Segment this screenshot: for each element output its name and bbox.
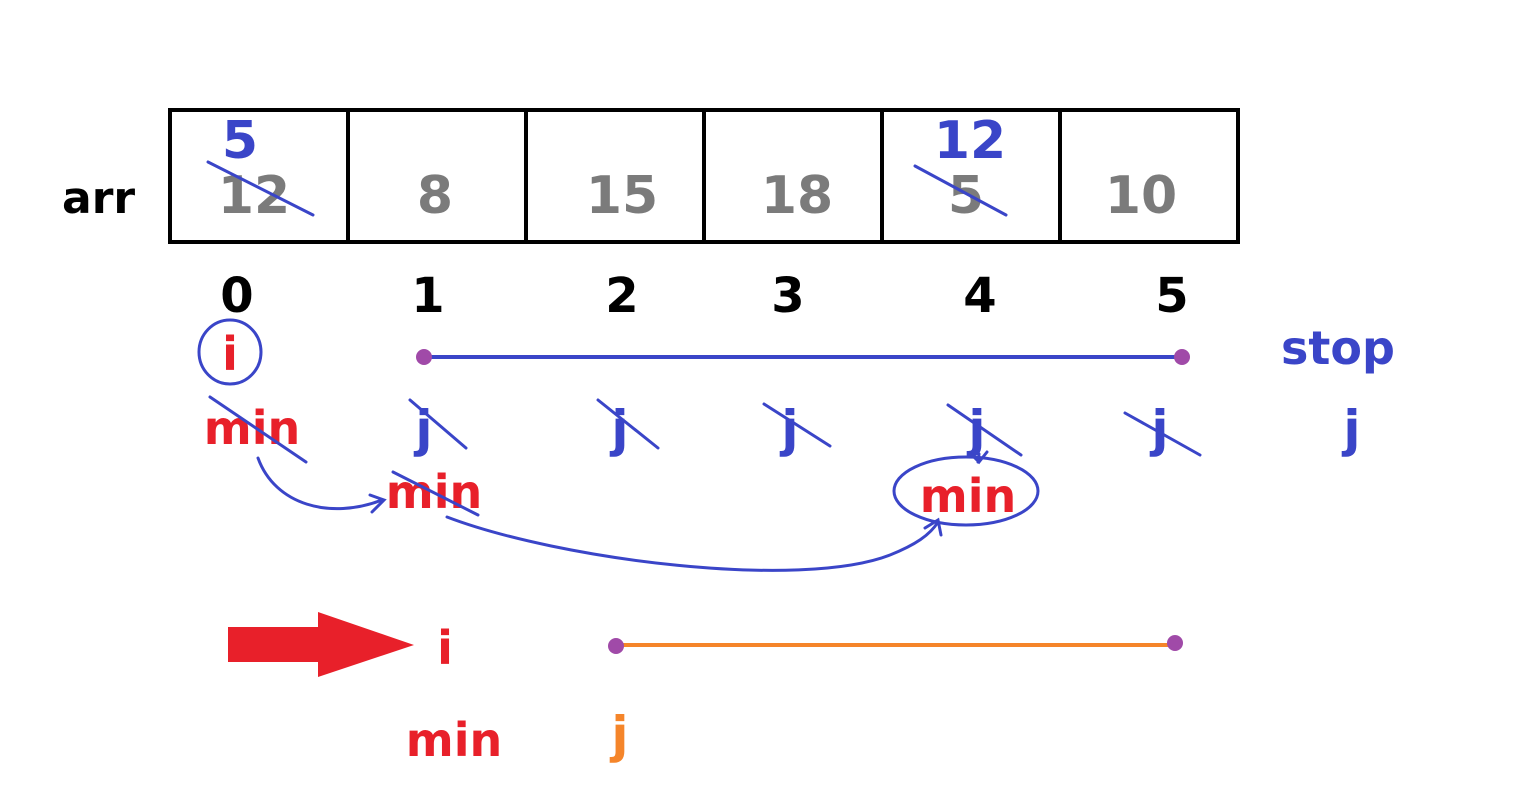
array-cell-1: 8 bbox=[417, 166, 453, 226]
min-label-2: min bbox=[920, 469, 1016, 523]
pass1-i-label: i bbox=[222, 327, 238, 381]
j-at-4: j bbox=[966, 400, 985, 458]
index-3: 3 bbox=[771, 268, 804, 324]
array-cell-0: 12 bbox=[218, 166, 290, 226]
pass2-range-end bbox=[1167, 635, 1183, 651]
j-at-3: j bbox=[779, 400, 798, 458]
array-cells: 12 8 15 18 5 10 bbox=[218, 166, 1177, 226]
j-at-5: j bbox=[1149, 400, 1168, 458]
min-circle bbox=[892, 455, 1040, 527]
stop-label: stop bbox=[1281, 321, 1395, 375]
swapped-value-0: 5 bbox=[222, 111, 258, 171]
i-circle bbox=[197, 318, 263, 386]
pass1-range-start bbox=[416, 349, 432, 365]
pass1-range-end bbox=[1174, 349, 1190, 365]
array-box bbox=[168, 108, 1240, 244]
strike-cell-4 bbox=[913, 164, 1008, 217]
index-0: 0 bbox=[220, 268, 253, 324]
next-pass-arrow bbox=[228, 612, 414, 677]
pass2-j-label: j bbox=[609, 706, 628, 764]
swapped-value-4: 12 bbox=[934, 111, 1006, 171]
j-at-1: j bbox=[413, 400, 432, 458]
strike-cell-0 bbox=[206, 160, 315, 217]
index-2: 2 bbox=[605, 268, 638, 324]
array-cell-2: 15 bbox=[586, 166, 658, 226]
array-indices: 0 1 2 3 4 5 bbox=[220, 268, 1188, 324]
min-strike-1 bbox=[391, 470, 480, 517]
pass2-i-label: i bbox=[437, 621, 453, 675]
min-strike-0 bbox=[208, 395, 308, 464]
array-cell-5: 10 bbox=[1105, 166, 1177, 226]
array-cell-3: 18 bbox=[761, 166, 833, 226]
j-at-2: j bbox=[609, 400, 628, 458]
index-5: 5 bbox=[1155, 268, 1188, 324]
pass1-j-row: j j j j j j bbox=[413, 400, 1360, 458]
pass2-range-start bbox=[608, 638, 624, 654]
j-stop: j bbox=[1341, 400, 1360, 458]
array-name-label: arr bbox=[62, 173, 135, 224]
index-4: 4 bbox=[963, 268, 996, 324]
pass2-min-label: min bbox=[406, 713, 502, 767]
array-cell-4: 5 bbox=[948, 166, 984, 226]
j-strikes bbox=[408, 398, 1202, 457]
index-1: 1 bbox=[411, 268, 444, 324]
min-transition-arrows bbox=[256, 450, 989, 572]
